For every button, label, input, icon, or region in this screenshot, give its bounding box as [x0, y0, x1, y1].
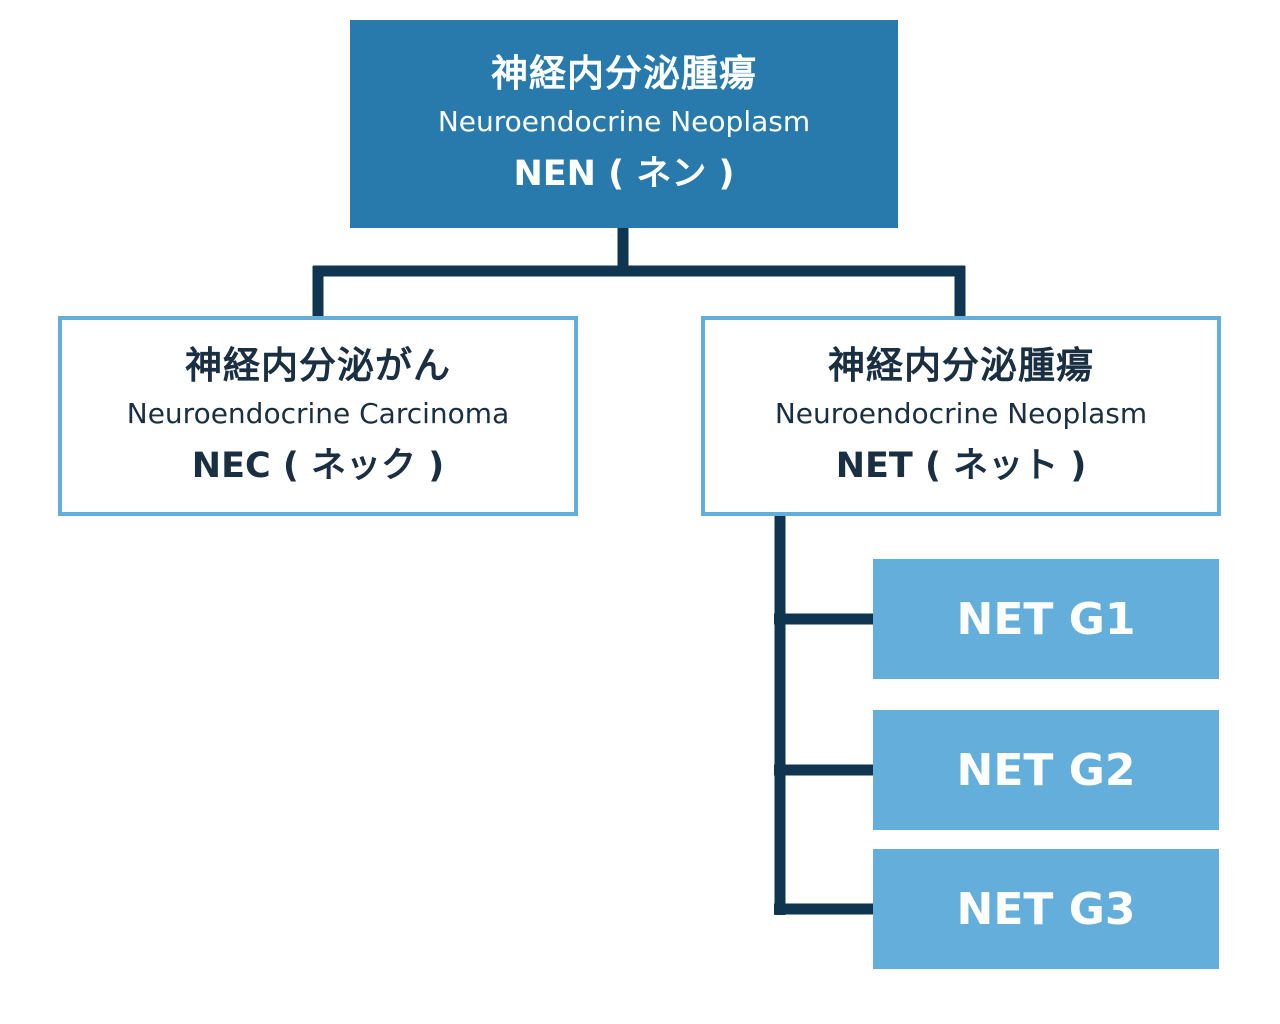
nec-abbreviation: NEC ( ネック ) — [191, 446, 445, 487]
root-abbreviation: NEN ( ネン ) — [513, 154, 735, 195]
net-en-title: Neuroendocrine Neoplasm — [774, 397, 1148, 431]
root-node-nen: 神経内分泌腫瘍 Neuroendocrine Neoplasm NEN ( ネン… — [350, 20, 898, 228]
grade-node-net-g3: NET G3 — [873, 849, 1219, 969]
net-jp-title: 神経内分泌腫瘍 — [828, 343, 1094, 387]
branch-node-nec: 神経内分泌がん Neuroendocrine Carcinoma NEC ( ネ… — [58, 316, 578, 516]
nec-en-title: Neuroendocrine Carcinoma — [126, 397, 510, 431]
root-en-title: Neuroendocrine Neoplasm — [437, 105, 811, 139]
root-jp-title: 神経内分泌腫瘍 — [491, 51, 757, 95]
nec-jp-title: 神経内分泌がん — [185, 343, 451, 387]
grade-node-net-g1: NET G1 — [873, 559, 1219, 679]
net-abbreviation: NET ( ネット ) — [835, 446, 1087, 487]
grade-node-net-g2: NET G2 — [873, 710, 1219, 830]
branch-node-net: 神経内分泌腫瘍 Neuroendocrine Neoplasm NET ( ネッ… — [701, 316, 1221, 516]
